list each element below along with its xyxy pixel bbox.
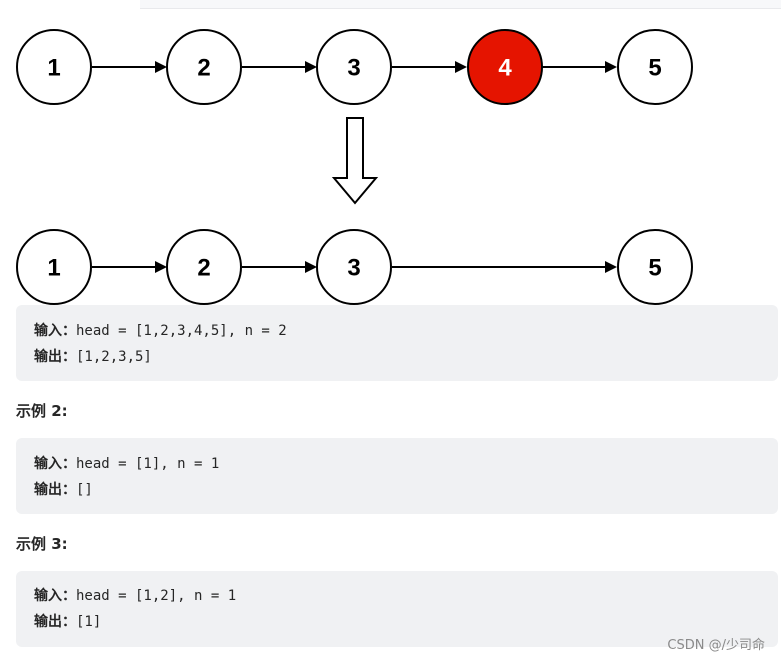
after-node-3-label: 3: [347, 255, 360, 282]
after-node-5: 5: [617, 229, 693, 305]
example3-output-key: 输出：: [34, 614, 76, 630]
after-node-2: 2: [166, 229, 242, 305]
csdn-watermark: CSDN @/少司命: [667, 638, 765, 653]
example2-heading: 示例 2:: [16, 402, 68, 420]
before-node-5: 5: [617, 29, 693, 105]
after-node-1: 1: [16, 229, 92, 305]
transform-down-arrow: [331, 117, 379, 205]
arrowhead-after-1-2: [155, 261, 167, 273]
before-node-3: 3: [316, 29, 392, 105]
example1-input-key: 输入：: [34, 323, 76, 339]
example1-code-block: 输入：head = [1,2,3,4,5], n = 2 输出：[1,2,3,5…: [16, 305, 778, 381]
example2-output-line: 输出：[]: [34, 481, 93, 499]
before-node-3-label: 3: [347, 55, 360, 82]
example2-output-key: 输出：: [34, 482, 76, 498]
example3-input-value: head = [1,2], n = 1: [76, 588, 237, 604]
example3-heading: 示例 3:: [16, 535, 68, 553]
arrowhead-2-3: [305, 61, 317, 73]
example3-code-block: 输入：head = [1,2], n = 1 输出：[1]: [16, 571, 778, 647]
example1-input-line: 输入：head = [1,2,3,4,5], n = 2: [34, 322, 287, 340]
arrowhead-1-2: [155, 61, 167, 73]
after-node-3: 3: [316, 229, 392, 305]
example2-input-line: 输入：head = [1], n = 1: [34, 455, 219, 473]
example2-input-key: 输入：: [34, 456, 76, 472]
before-node-1: 1: [16, 29, 92, 105]
example1-output-line: 输出：[1,2,3,5]: [34, 348, 152, 366]
top-strip: [140, 0, 781, 9]
example2-output-value: []: [76, 482, 93, 498]
after-node-5-label: 5: [648, 255, 661, 282]
arrowhead-after-3-5: [605, 261, 617, 273]
example3-output-line: 输出：[1]: [34, 613, 101, 631]
example3-input-line: 输入：head = [1,2], n = 1: [34, 587, 236, 605]
arrowhead-3-4: [455, 61, 467, 73]
example1-input-value: head = [1,2,3,4,5], n = 2: [76, 323, 287, 339]
before-node-1-label: 1: [47, 55, 60, 82]
arrowhead-after-2-3: [305, 261, 317, 273]
example1-output-value: [1,2,3,5]: [76, 349, 152, 365]
after-node-2-label: 2: [197, 255, 210, 282]
arrowhead-4-5: [605, 61, 617, 73]
example3-output-value: [1]: [76, 614, 102, 630]
after-node-1-label: 1: [47, 255, 60, 282]
before-node-2-label: 2: [197, 55, 210, 82]
before-node-2: 2: [166, 29, 242, 105]
before-node-5-label: 5: [648, 55, 661, 82]
example1-output-key: 输出：: [34, 349, 76, 365]
before-node-4-label: 4: [498, 55, 512, 82]
example2-code-block: 输入：head = [1], n = 1 输出：[]: [16, 438, 778, 514]
before-node-4-removed: 4: [467, 29, 543, 105]
example2-input-value: head = [1], n = 1: [76, 456, 220, 472]
example3-input-key: 输入：: [34, 588, 76, 604]
linked-list-diagram: 1 2 3 4 5 1 2 3 5: [16, 29, 693, 305]
